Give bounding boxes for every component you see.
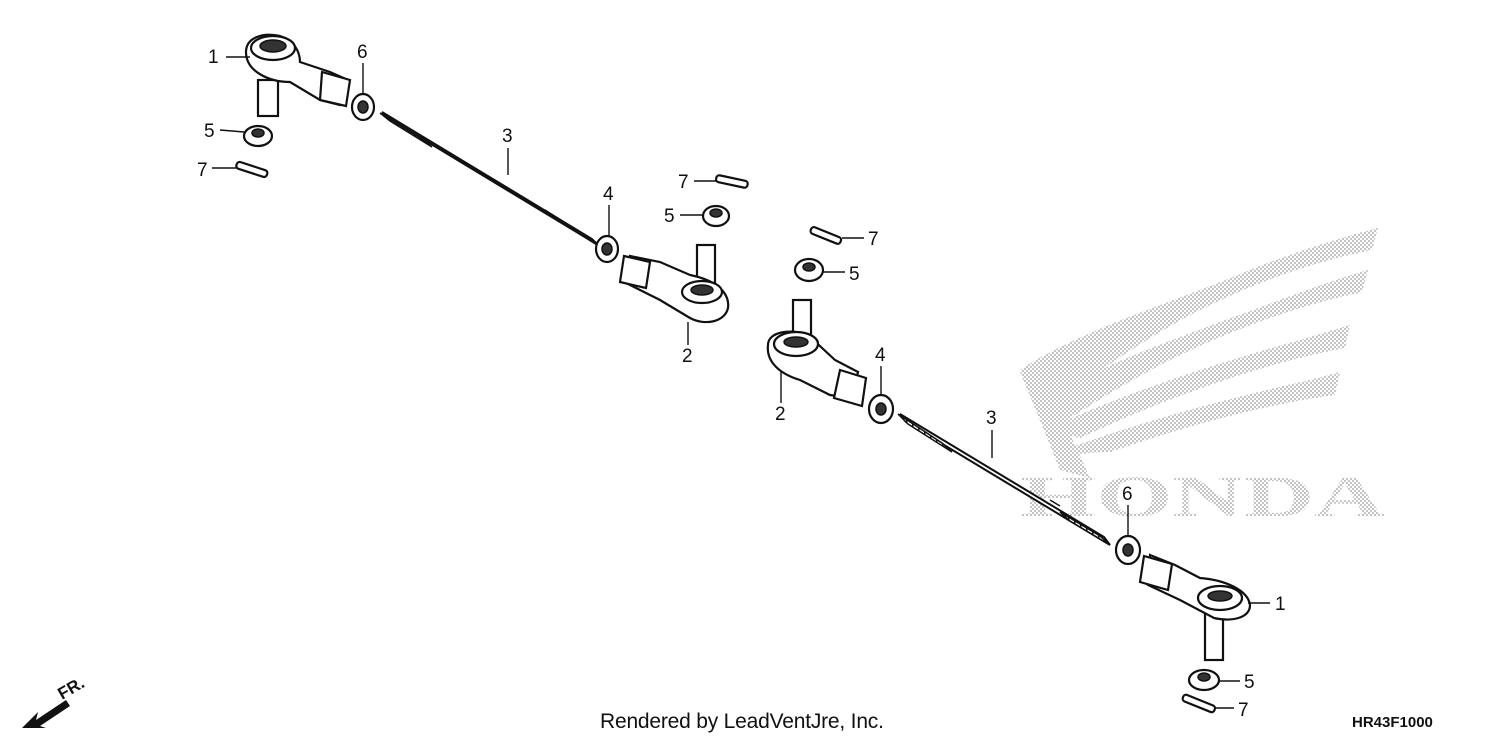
callout-labels: 1 6 5 7 3 4 7 5 2 7 5 4 2 3 6 1 5 7 <box>197 42 1286 721</box>
front-label: FR. <box>55 673 88 703</box>
tie-rod-left <box>379 111 599 246</box>
cotter-pin-7-center-left <box>714 174 749 189</box>
cotter-pin-7-center-right <box>809 226 843 245</box>
callout-2: 2 <box>775 404 786 425</box>
callout-7: 7 <box>1238 700 1249 721</box>
callout-3: 3 <box>502 126 513 147</box>
callout-4: 4 <box>603 184 614 205</box>
callout-5: 5 <box>664 206 675 227</box>
cotter-pin-7-upper-left <box>235 160 269 179</box>
callout-5: 5 <box>1244 672 1255 693</box>
callout-5: 5 <box>849 264 860 285</box>
front-arrow-icon <box>22 700 70 728</box>
castle-nut-5-upper-left <box>242 124 274 148</box>
leader-lines <box>212 56 1270 709</box>
render-credit: Rendered by LeadVentJre, Inc. <box>600 710 884 733</box>
callout-6: 6 <box>357 42 368 63</box>
callout-7: 7 <box>678 172 689 193</box>
tie-rod-right <box>897 413 1111 546</box>
nut-4-right <box>867 393 895 425</box>
tie-rod-end-inner-left <box>618 243 730 324</box>
nut-6-left <box>350 92 376 122</box>
tie-rod-end-lower-right <box>1138 553 1252 662</box>
diagram-code: HR43F1000 <box>1352 714 1433 731</box>
callout-2: 2 <box>682 346 693 367</box>
front-direction-indicator: FR. <box>22 673 88 728</box>
honda-wing-logo: HONDA <box>1020 228 1385 529</box>
callout-1: 1 <box>208 47 219 68</box>
callout-6: 6 <box>1122 484 1133 505</box>
callout-1: 1 <box>1275 594 1286 615</box>
castle-nut-5-center-right <box>793 257 825 283</box>
callout-5: 5 <box>204 121 215 142</box>
castle-nut-5-center-left <box>701 204 731 228</box>
nut-6-right <box>1114 534 1142 566</box>
honda-watermark-text: HONDA <box>1020 464 1385 529</box>
callout-7: 7 <box>868 229 879 250</box>
callout-7: 7 <box>197 160 208 181</box>
castle-nut-5-lower-right <box>1187 668 1221 692</box>
nut-4-left <box>594 234 620 264</box>
callout-4: 4 <box>875 345 886 366</box>
cotter-pin-7-lower-right <box>1181 693 1217 714</box>
tie-rod-end-upper-left <box>244 33 352 118</box>
callout-3: 3 <box>986 408 997 429</box>
tie-rod-end-inner-right <box>766 298 868 408</box>
